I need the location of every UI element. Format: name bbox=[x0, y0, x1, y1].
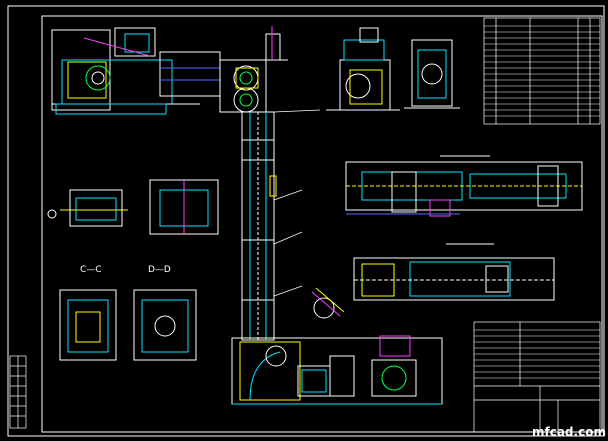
leader-lines bbox=[273, 109, 321, 297]
head-section-view bbox=[51, 27, 221, 115]
loading-chute bbox=[311, 287, 345, 319]
title-block-rows bbox=[474, 329, 600, 379]
binding-strip bbox=[9, 355, 27, 429]
vertical-casing bbox=[241, 26, 281, 341]
parts-list-top bbox=[483, 17, 601, 125]
section-c-label: C—C bbox=[80, 265, 102, 275]
parts-list-top-rows bbox=[484, 25, 600, 117]
boot-section-view bbox=[231, 335, 443, 405]
drive-side-view bbox=[326, 27, 460, 111]
head-drive-wheels bbox=[219, 59, 288, 113]
horizontal-view-lower bbox=[353, 243, 555, 301]
section-d-view bbox=[133, 289, 197, 361]
section-c-view bbox=[59, 289, 117, 361]
drawing-frame bbox=[7, 5, 605, 437]
detail-view-small bbox=[47, 179, 219, 235]
horizontal-view-upper bbox=[345, 155, 583, 217]
section-d-label: D—D bbox=[148, 265, 171, 275]
watermark-text: mfcad.com bbox=[532, 425, 606, 439]
